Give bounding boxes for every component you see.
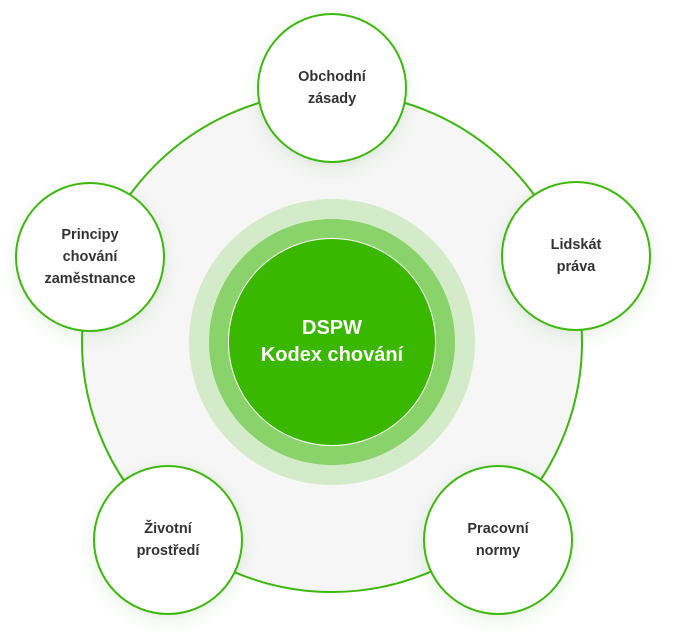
node-employee-conduct[interactable]: Principy chování zaměstnance	[15, 182, 165, 332]
node-label-line: Životní	[144, 521, 192, 537]
node-label-line: Principy	[61, 227, 119, 243]
node-label-line: chování	[62, 249, 118, 265]
node-human-rights[interactable]: Lidskát práva	[501, 181, 651, 331]
node-work-standards[interactable]: Pracovní normy	[423, 465, 573, 615]
node-label-line: zaměstnance	[44, 271, 136, 287]
node-label-line: práva	[556, 259, 596, 275]
node-label-line: prostředí	[136, 543, 200, 559]
node-label-line: Pracovní	[467, 521, 529, 537]
center-title: DSPW	[302, 317, 362, 339]
node-environment[interactable]: Životní prostředí	[93, 465, 243, 615]
node-label-line: Obchodní	[298, 69, 366, 85]
center-node: DSPW Kodex chování	[228, 238, 436, 446]
center-subtitle: Kodex chování	[260, 344, 404, 366]
node-label-line: Lidskát	[550, 237, 602, 253]
node-label-line: normy	[475, 543, 521, 559]
node-business-principles[interactable]: Obchodní zásady	[257, 13, 407, 163]
node-label-line: zásady	[307, 91, 357, 107]
